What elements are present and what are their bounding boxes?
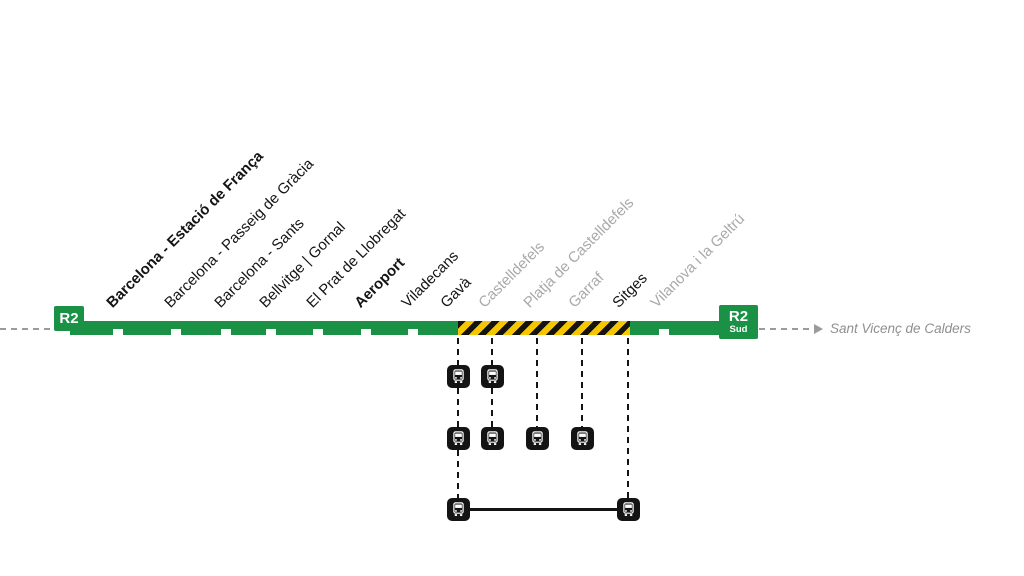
line-segment-hazard bbox=[458, 321, 630, 335]
bus-replacement-icon bbox=[526, 427, 549, 450]
bus-replacement-icon bbox=[447, 365, 470, 388]
track-dashed-continuation-left bbox=[0, 328, 54, 330]
station-tick-mark bbox=[113, 329, 123, 335]
badge-line-code: R2 bbox=[728, 308, 749, 325]
bus-replacement-icon bbox=[571, 427, 594, 450]
bus-replacement-icon bbox=[447, 498, 470, 521]
bus-replacement-icon bbox=[447, 427, 470, 450]
bus-connector-dashed-line bbox=[457, 388, 459, 427]
station-tick-mark bbox=[313, 329, 323, 335]
station-tick-mark bbox=[361, 329, 371, 335]
line-badge-r2: R2 bbox=[54, 306, 84, 331]
bus-connector-dashed-line bbox=[491, 338, 493, 365]
end-station-label: Sant Vicenç de Calders bbox=[830, 321, 971, 336]
bus-connector-dashed-line bbox=[536, 338, 538, 427]
bus-replacement-icon bbox=[481, 427, 504, 450]
line-badge-r2-sud: R2 Sud bbox=[719, 305, 758, 339]
station-label: Vilanova i la Geltrú bbox=[647, 210, 749, 312]
bus-replacement-icon bbox=[481, 365, 504, 388]
station-tick-mark bbox=[266, 329, 276, 335]
station-label: Garraf bbox=[565, 269, 608, 312]
track-dashed-continuation-right bbox=[759, 328, 815, 330]
bus-direct-route-line bbox=[458, 508, 628, 511]
station-label: Sitges bbox=[609, 269, 651, 312]
station-tick-mark bbox=[659, 329, 669, 335]
station-tick-mark bbox=[221, 329, 231, 335]
bus-replacement-icon bbox=[617, 498, 640, 521]
badge-line-branch: Sud bbox=[729, 324, 748, 335]
bus-connector-dashed-line bbox=[491, 388, 493, 427]
bus-connector-dashed-line bbox=[457, 450, 459, 498]
station-tick-mark bbox=[171, 329, 181, 335]
line-segment-green bbox=[70, 321, 458, 335]
bus-connector-dashed-line bbox=[457, 338, 459, 365]
bus-connector-dashed-line bbox=[627, 338, 629, 498]
direction-arrow-icon bbox=[814, 324, 823, 334]
bus-connector-dashed-line bbox=[581, 338, 583, 427]
station-tick-mark bbox=[408, 329, 418, 335]
